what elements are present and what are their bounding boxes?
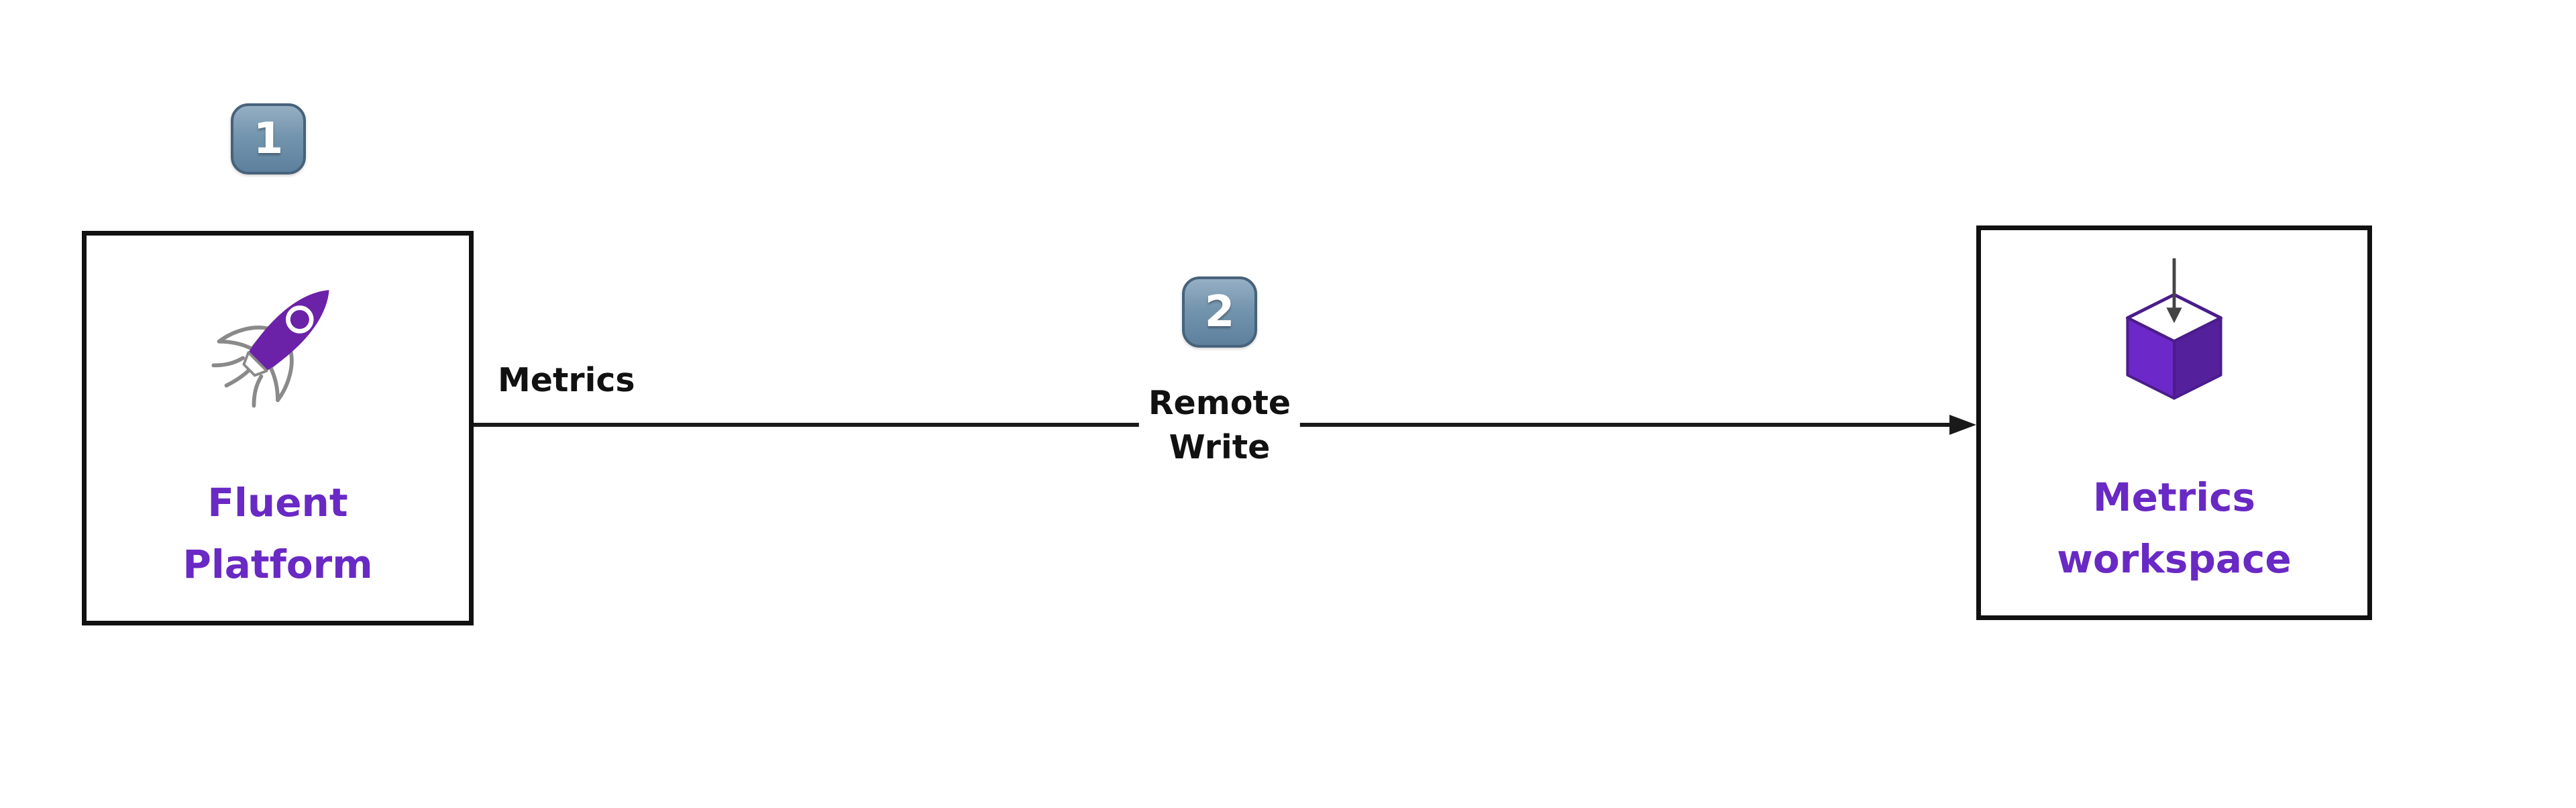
edge-label-line: Remote	[1148, 384, 1291, 422]
node-label-line: Fluent	[207, 480, 348, 525]
node-metrics-workspace-label: Metrics workspace	[1981, 466, 2367, 590]
step-badge-1-number: 1	[253, 114, 284, 164]
step-badge-1: 1	[231, 103, 306, 174]
node-metrics-workspace: Metrics workspace	[1976, 225, 2372, 620]
edge-label-line: Write	[1169, 428, 1271, 466]
edge-label-remote-write: Remote Write	[1138, 377, 1301, 474]
node-label-line: workspace	[2057, 536, 2292, 582]
edge-label-metrics: Metrics	[498, 361, 635, 399]
rocket-icon	[200, 261, 356, 417]
step-badge-2-number: 2	[1204, 287, 1235, 337]
step-badge-2: 2	[1182, 276, 1257, 348]
node-fluent-platform: Fluent Platform	[82, 231, 474, 625]
edge-arrowhead	[1949, 415, 1976, 435]
node-label-line: Metrics	[2092, 474, 2256, 520]
cube-icon	[2096, 256, 2252, 411]
node-label-line: Platform	[182, 542, 373, 587]
node-fluent-platform-label: Fluent Platform	[87, 472, 469, 595]
